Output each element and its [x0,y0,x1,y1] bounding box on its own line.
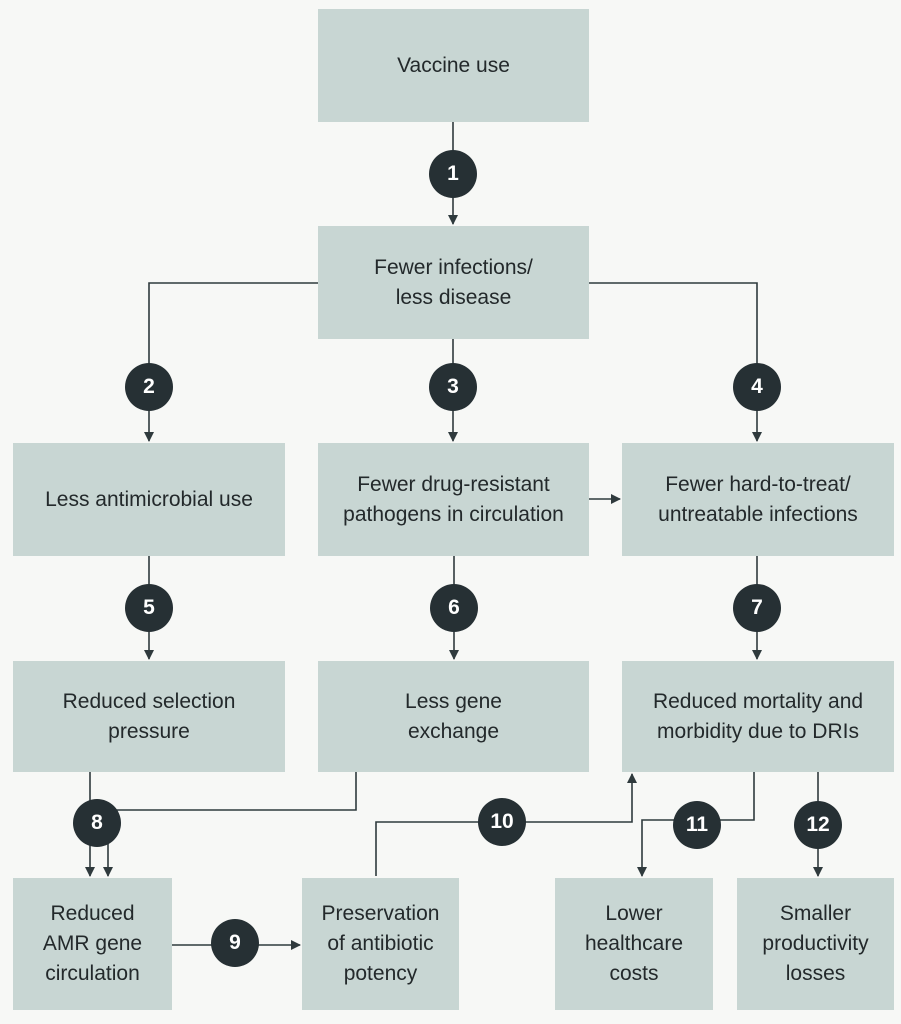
node-fewer-drug-resistant: Fewer drug-resistant pathogens in circul… [318,443,589,556]
node-fewer-infections: Fewer infections/ less disease [318,226,589,339]
node-smaller-losses: Smaller productivity losses [737,878,894,1010]
badge-10: 10 [478,798,526,846]
node-less-gene-exchange: Less gene exchange [318,661,589,772]
badge-2: 2 [125,363,173,411]
badge-11: 11 [673,801,721,849]
node-reduced-mortality: Reduced mortality and morbidity due to D… [622,661,894,772]
arrow-4 [589,282,762,442]
badge-6: 6 [430,584,478,632]
arrow-8b [103,772,357,877]
badge-7: 7 [733,584,781,632]
node-reduced-amr: Reduced AMR gene circulation [13,878,172,1010]
arrow-2 [144,282,318,442]
node-lower-costs: Lower healthcare costs [555,878,713,1010]
badge-5: 5 [125,584,173,632]
node-preservation-potency: Preservation of antibiotic potency [302,878,459,1010]
badge-3: 3 [429,363,477,411]
node-vaccine-use: Vaccine use [318,9,589,122]
node-reduced-selection-pressure: Reduced selection pressure [13,661,285,772]
badge-9: 9 [211,919,259,967]
node-less-antimicrobial-use: Less antimicrobial use [13,443,285,556]
node-fewer-hard-to-treat: Fewer hard-to-treat/ untreatable infecti… [622,443,894,556]
badge-12: 12 [794,801,842,849]
badge-4: 4 [733,363,781,411]
badge-1: 1 [429,150,477,198]
badge-8: 8 [73,799,121,847]
